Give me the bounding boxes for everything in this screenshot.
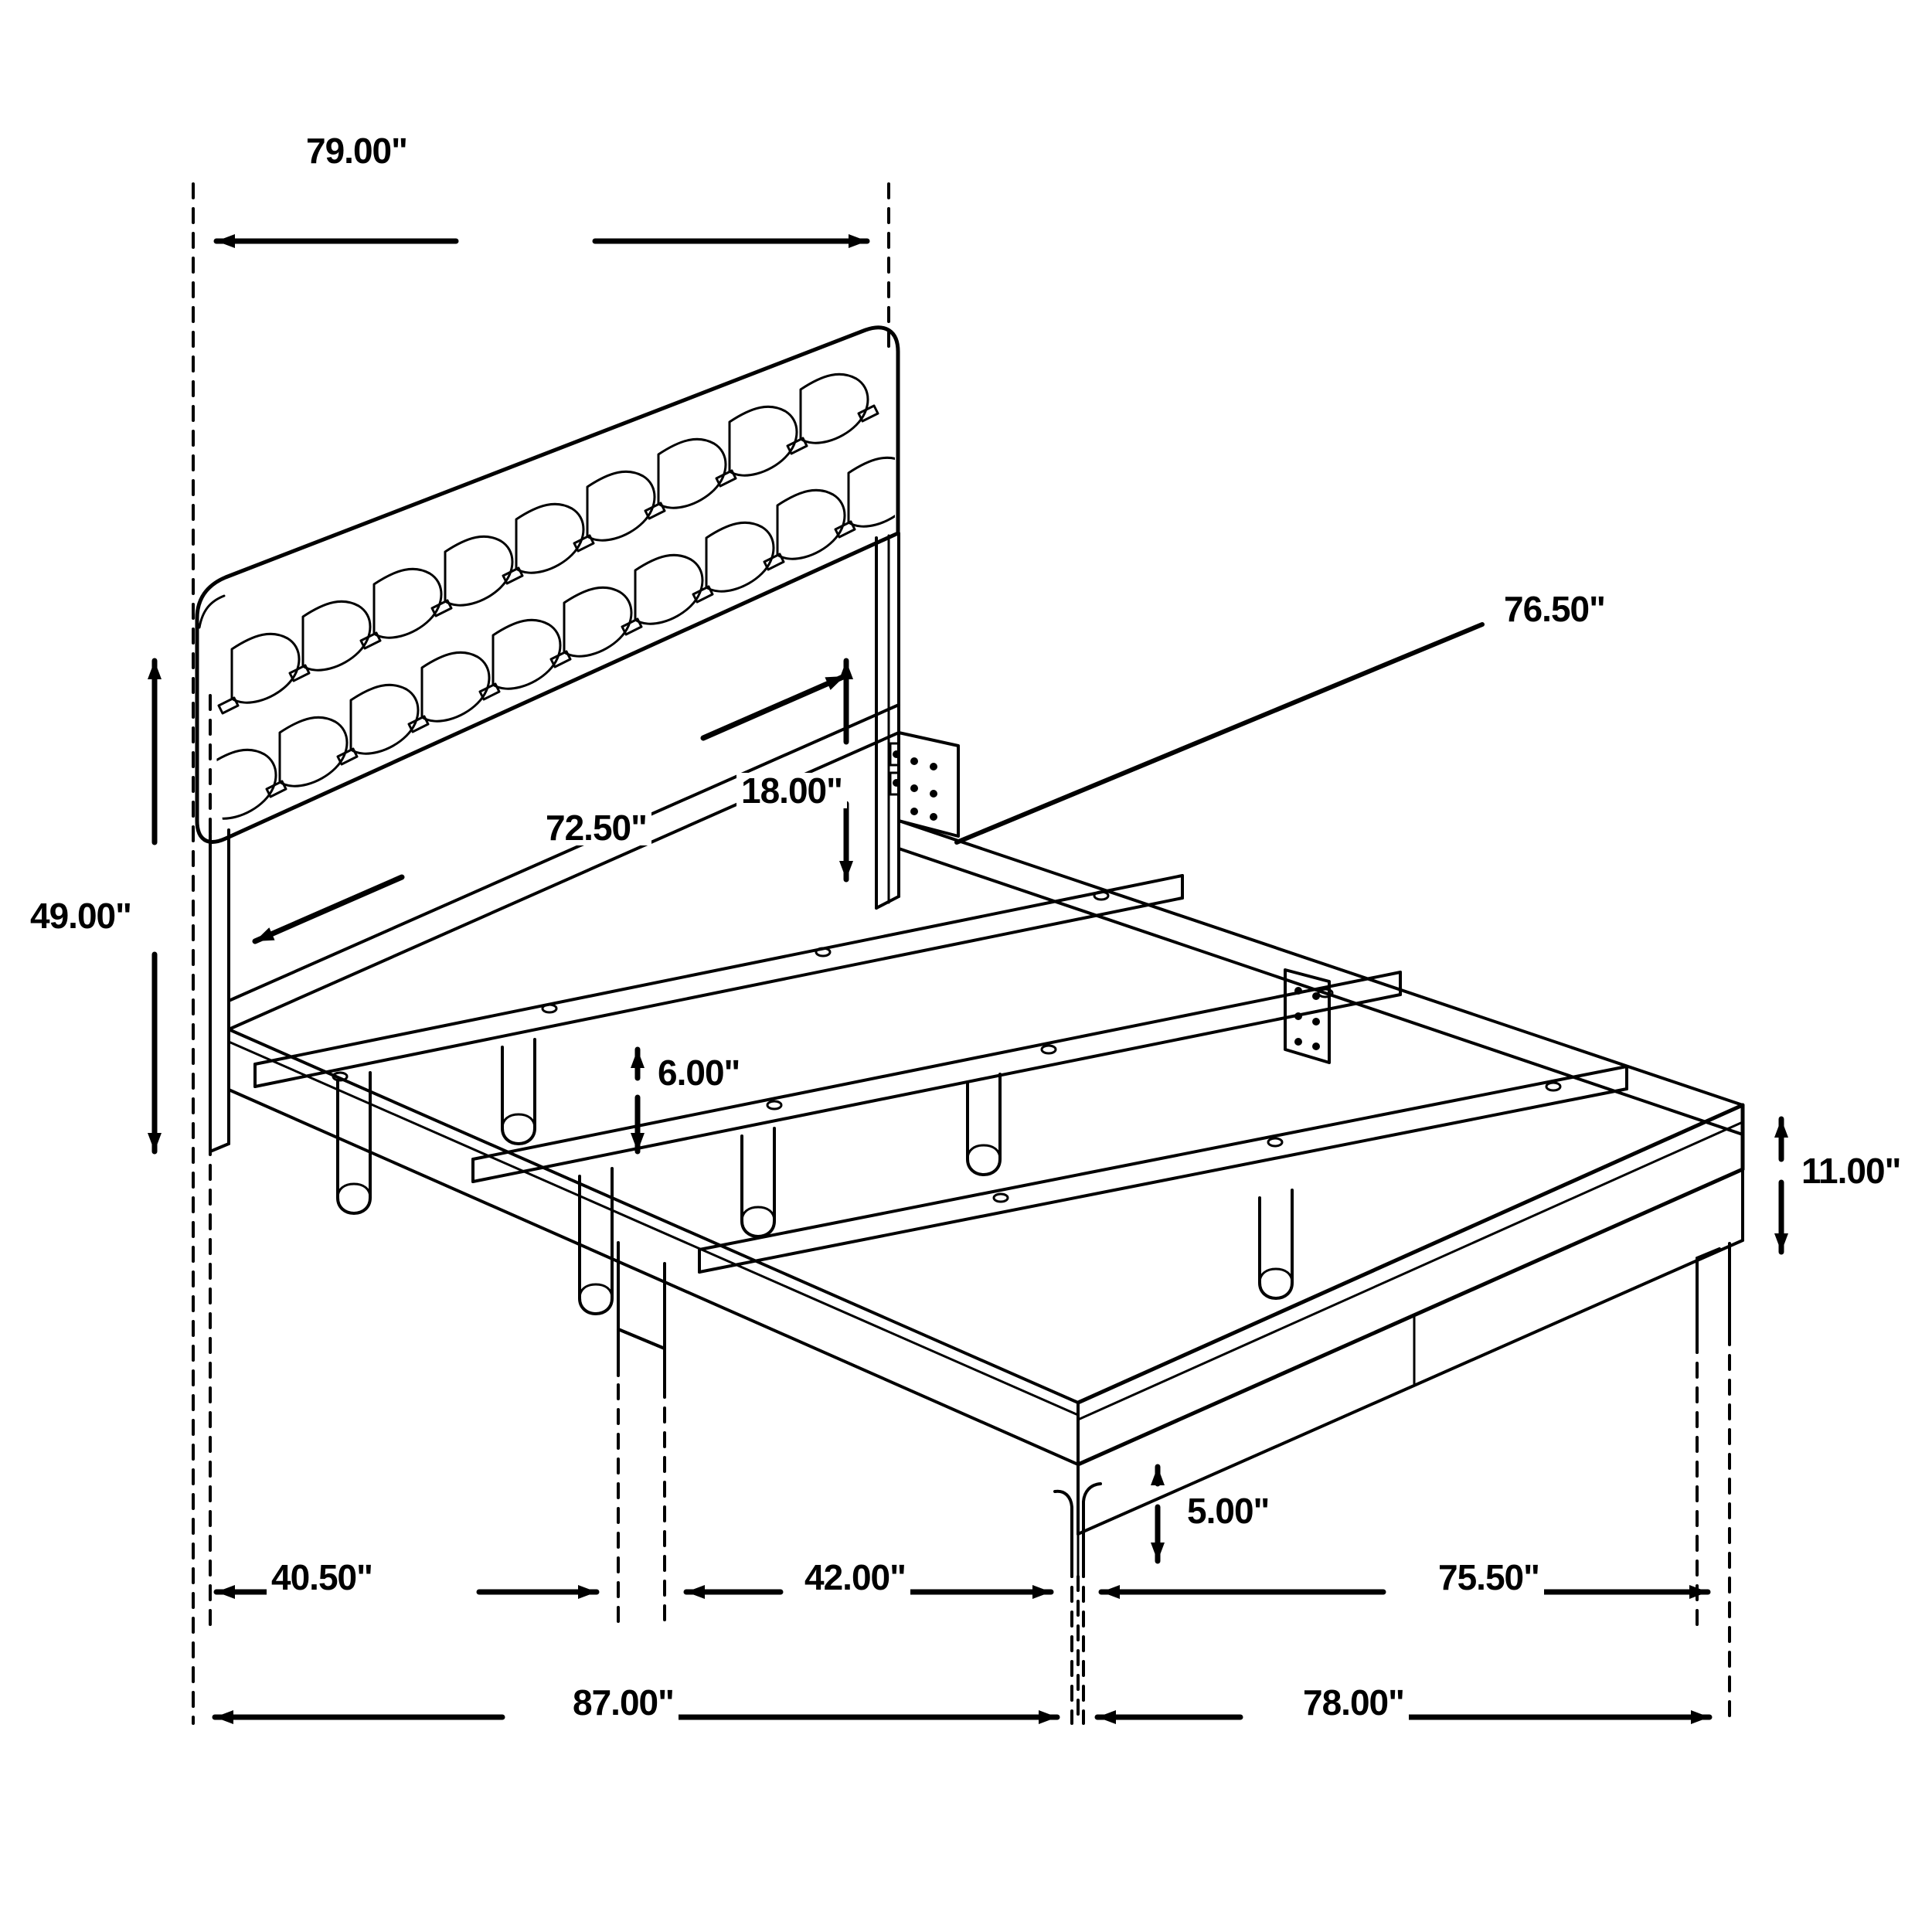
center-leg-1 — [336, 1071, 372, 1215]
dimline-72-upper — [700, 673, 848, 741]
dimension-label-slat-clearance: 6.00" — [653, 1055, 745, 1090]
dimension-label-overall-height: 49.00" — [26, 898, 136, 934]
bed-illustration — [148, 182, 1788, 1725]
support-slats — [253, 874, 1628, 1315]
tuft-row-a — [230, 372, 869, 704]
headboard-right-post — [875, 532, 900, 910]
leader-76-50 — [954, 622, 1485, 845]
dimension-lines — [148, 234, 1788, 1724]
dimension-label-headboard-panel-width: 72.50" — [541, 810, 651, 845]
dimension-label-interior-length: 76.50" — [1499, 591, 1610, 627]
dimension-label-headboard-width: 79.00" — [301, 133, 412, 168]
front-corner-leg — [1053, 1463, 1102, 1578]
headboard-bracket-plate — [889, 731, 960, 838]
far-side-rail — [897, 819, 1744, 1136]
headboard-panel — [195, 325, 900, 844]
dimension-label-headboard-to-leg: 40.50" — [267, 1560, 377, 1595]
headboard-left-post — [209, 828, 230, 1153]
center-leg-2 — [501, 1038, 536, 1145]
dimline-72-lower — [252, 874, 405, 944]
tuft-row-b — [207, 456, 895, 820]
dimension-label-overall-left-span: 87.00" — [568, 1685, 679, 1720]
dimension-label-foot-to-right: 75.50" — [1434, 1560, 1544, 1595]
left-side-rail — [227, 1028, 1080, 1466]
dimension-label-headboard-clearance: 18.00" — [736, 773, 847, 808]
footboard-rail — [1076, 1103, 1745, 1536]
dimension-label-leg-to-foot: 42.00" — [800, 1560, 910, 1595]
center-leg-4 — [740, 1127, 776, 1238]
center-leg-3 — [578, 1167, 614, 1315]
extension-lines — [192, 182, 1731, 1725]
dimension-label-leg-height: 5.00" — [1182, 1493, 1274, 1529]
center-leg-6 — [1258, 1189, 1294, 1300]
headboard-tufting — [202, 372, 895, 831]
right-corner-leg — [1696, 1242, 1731, 1354]
far-rail-bracket-plate — [1284, 968, 1331, 1064]
dimension-label-side-rail-height: 11.00" — [1797, 1153, 1906, 1189]
center-leg-5 — [966, 1073, 1002, 1176]
dimension-label-overall-right-span: 78.00" — [1298, 1685, 1409, 1720]
